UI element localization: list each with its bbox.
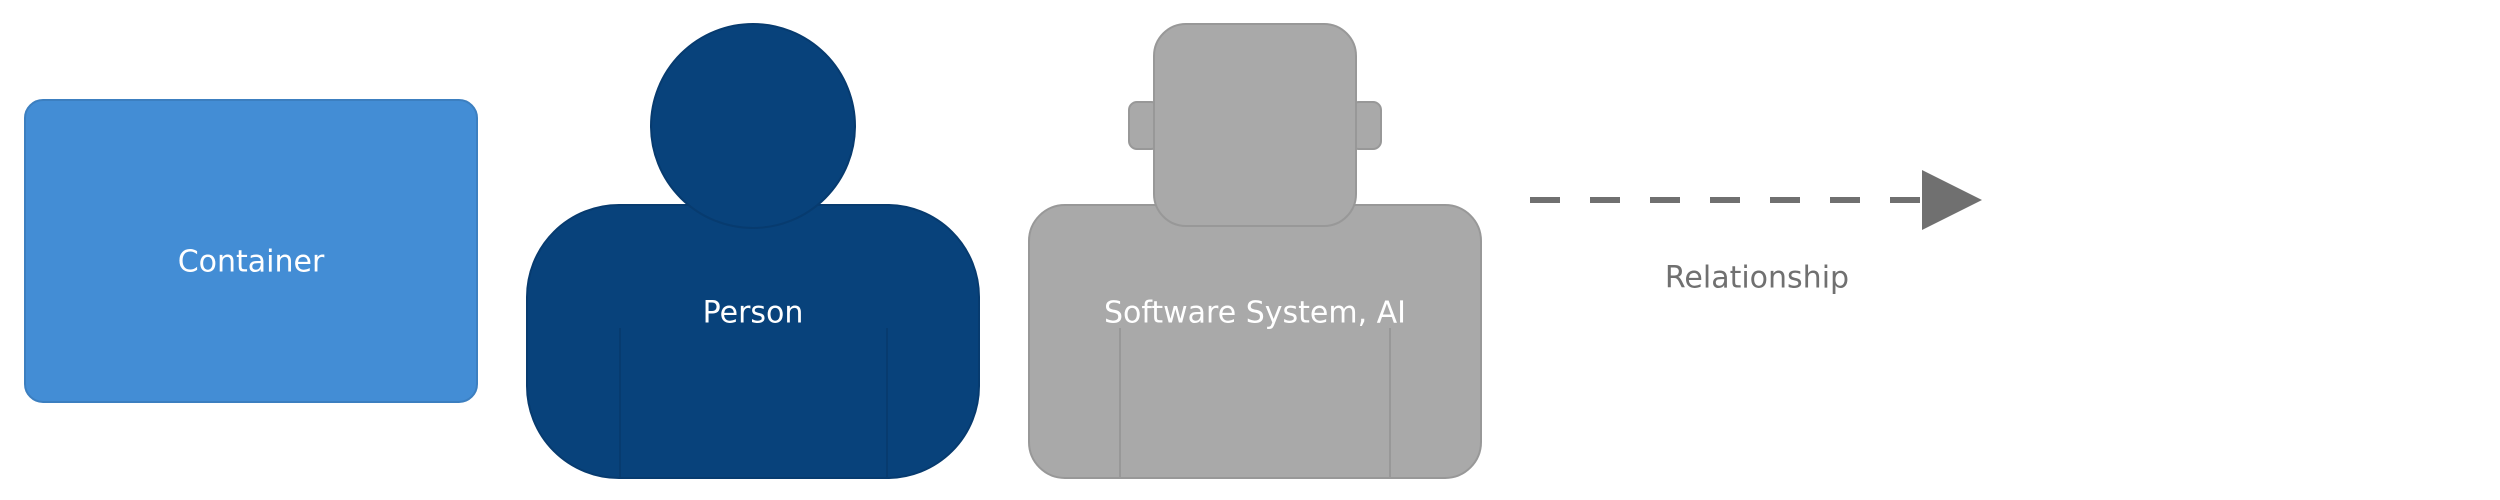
relationship-element[interactable]: Relationship [1530, 170, 1982, 296]
person-body [526, 204, 980, 479]
relationship-label: Relationship [1665, 261, 1849, 296]
person-label: Person [703, 296, 804, 331]
person-head [650, 23, 856, 229]
person-element[interactable]: Person [526, 23, 980, 479]
container-label: Container [178, 245, 325, 280]
robot-head [1153, 23, 1357, 227]
software-system-ai-label: Software System, AI [1104, 296, 1406, 331]
relationship-arrowhead [1922, 170, 1982, 230]
robot-body [1028, 204, 1482, 479]
container-element[interactable]: Container [24, 99, 478, 403]
software-system-ai-element[interactable]: Software System, AI [1028, 23, 1482, 479]
container-box [24, 99, 478, 403]
